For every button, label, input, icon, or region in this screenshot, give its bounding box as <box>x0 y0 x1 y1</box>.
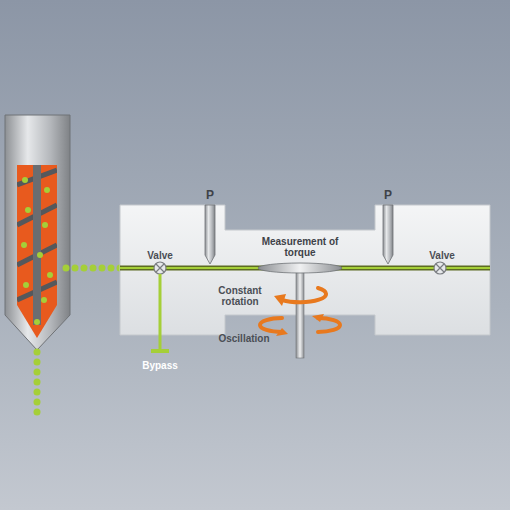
polymer-dot <box>22 177 28 183</box>
polymer-dot <box>47 272 53 278</box>
oscillation-label: Oscillation <box>212 333 276 344</box>
polymer-dot <box>23 282 29 288</box>
polymer-dot <box>34 319 40 325</box>
valve-label: Valve <box>140 250 180 261</box>
melt-dot <box>34 369 41 376</box>
pressure-label: P <box>378 189 398 202</box>
pressure-label: P <box>200 189 220 202</box>
polymer-dot <box>25 207 31 213</box>
polymer-dot <box>21 242 27 248</box>
melt-dot <box>34 349 41 356</box>
bypass-label: Bypass <box>135 360 185 371</box>
melt-dot <box>34 359 41 366</box>
valve-label: Valve <box>422 250 462 261</box>
polymer-dot <box>41 297 47 303</box>
torque-label: Measurement of torque <box>255 236 345 258</box>
melt-dot <box>72 265 79 272</box>
melt-dot <box>34 389 41 396</box>
melt-dot <box>34 409 41 416</box>
melt-dot <box>63 265 70 272</box>
melt-dot <box>99 265 106 272</box>
polymer-dot <box>44 187 50 193</box>
polymer-dot <box>42 222 48 228</box>
melt-dot <box>34 399 41 406</box>
melt-dot <box>34 379 41 386</box>
polymer-dot <box>37 252 43 258</box>
melt-dot <box>108 265 115 272</box>
rotation-label: Constant rotation <box>209 285 271 307</box>
melt-dot <box>81 265 88 272</box>
melt-dot <box>90 265 97 272</box>
